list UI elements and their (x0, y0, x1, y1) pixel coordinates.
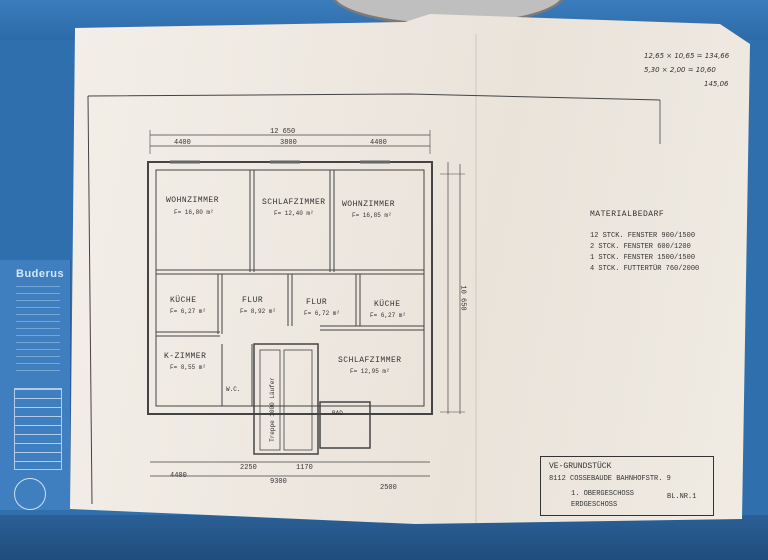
title-line-4: ERDGESCHOSS (571, 501, 618, 509)
room-name-schlafzimmer-top: SCHLAFZIMMER (262, 198, 326, 207)
boiler-fine-print (16, 286, 60, 376)
boiler-brand: Buderus (16, 268, 65, 280)
title-line-1: VE-GRUNDSTÜCK (549, 462, 612, 471)
dim-bottom-left: 4400 (170, 472, 187, 480)
room-name-flur-right: FLUR (306, 298, 328, 307)
room-area-flur-right: F= 6,72 m² (304, 310, 341, 317)
room-name-flur-left: FLUR (242, 296, 264, 305)
dim-bottom-right: 2500 (380, 484, 397, 492)
boiler-panel: Buderus (0, 260, 71, 510)
materials-list: MATERIALBEDARF 12 STCK. FENSTER 900/1500… (590, 210, 699, 275)
dim-top-3: 4400 (370, 139, 387, 147)
room-area-flur-left: F= 8,92 m² (240, 308, 277, 315)
dim-bottom-total: 9300 (270, 478, 287, 486)
dim-stair-1: 2250 (240, 464, 257, 472)
dim-overall: 12 650 (270, 128, 296, 136)
room-area-wohnzimmer-left: F= 16,80 m² (174, 209, 214, 216)
label-bath: BAD (332, 410, 343, 417)
dim-stair-2: 1170 (296, 464, 313, 472)
room-name-k-zimmer: K-ZIMMER (164, 352, 207, 361)
floor-plan-drawing (87, 93, 661, 505)
title-sheet-number: BL.NR.1 (667, 493, 697, 501)
room-area-wohnzimmer-right: F= 16,85 m² (352, 212, 392, 219)
room-area-schlafzimmer-bottom: F= 12,95 m² (350, 368, 390, 375)
boiler-label-grid (14, 388, 62, 470)
dim-top-1: 4400 (174, 139, 191, 147)
title-line-3: 1. OBERGESCHOSS (571, 490, 635, 498)
room-name-kueche-right: KÜCHE (374, 300, 401, 309)
room-name-kueche-left: KÜCHE (170, 296, 197, 305)
boiler-logo (14, 478, 46, 510)
room-name-schlafzimmer-bottom: SCHLAFZIMMER (338, 356, 402, 365)
label-stair: Treppe 1000 Läufer (268, 377, 276, 442)
calc-total: 145,06 (704, 80, 729, 88)
materials-item: 2 STCK. FENSTER 600/1200 (590, 243, 691, 251)
room-area-kueche-left: F= 6,27 m² (170, 308, 207, 315)
calc-line-2: 5,30 × 2,00 = 10,60 (644, 66, 716, 74)
materials-heading: MATERIALBEDARF (590, 210, 665, 219)
calc-line-1: 12,65 × 10,65 = 134,66 (644, 52, 730, 60)
floor-plan-sheet: 12,65 × 10,65 = 134,66 5,30 × 2,00 = 10,… (70, 14, 750, 524)
title-block: VE-GRUNDSTÜCK 8112 COSSEBAUDE BAHNHOFSTR… (540, 456, 714, 516)
label-wc: W.C. (226, 386, 241, 393)
title-line-2: 8112 COSSEBAUDE BAHNHOFSTR. 9 (549, 475, 671, 483)
room-name-wohnzimmer-left: WOHNZIMMER (166, 196, 220, 205)
room-name-wohnzimmer-right: WOHNZIMMER (342, 200, 396, 209)
room-area-schlafzimmer-top: F= 12,40 m² (274, 210, 314, 217)
materials-item: 4 STCK. FUTTERTÜR 760/2000 (590, 265, 700, 273)
room-area-kueche-right: F= 6,27 m² (370, 312, 407, 319)
materials-item: 1 STCK. FENSTER 1500/1500 (590, 254, 696, 262)
materials-item: 12 STCK. FENSTER 900/1500 (590, 232, 696, 240)
paper-fold (475, 34, 477, 524)
room-area-k-zimmer: F= 8,55 m² (170, 364, 207, 371)
dim-top-2: 3800 (280, 139, 297, 147)
dim-height: 10 650 (458, 285, 467, 311)
